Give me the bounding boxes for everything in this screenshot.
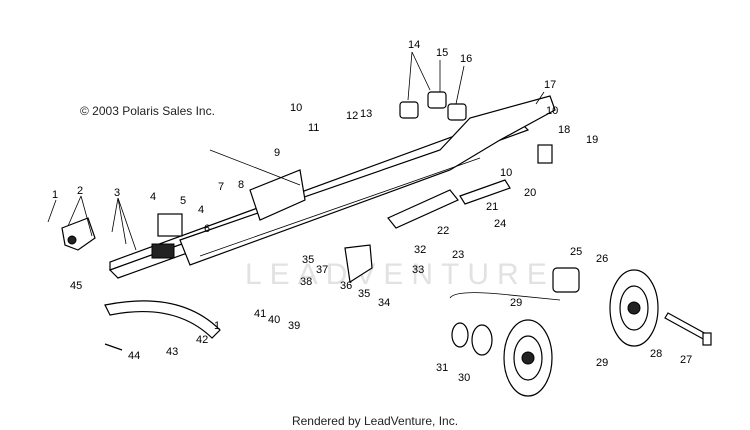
rail-assembly [108,95,556,279]
callout-36: 36 [340,280,352,292]
callout-41: 41 [254,308,266,320]
callout-26: 26 [596,253,608,265]
callout-39: 39 [288,320,300,332]
callout-43: 43 [166,346,178,358]
callout-4a: 4 [150,191,156,203]
callout-42: 42 [196,334,208,346]
bracket [537,144,553,164]
callout-29a: 29 [510,297,522,309]
slide-block [387,189,459,229]
cross-tube [459,179,511,205]
idler-wheel-rear [503,319,553,397]
callout-34: 34 [378,297,390,309]
callout-1: 1 [52,189,58,201]
callout-29b: 29 [596,357,608,369]
callout-13: 13 [360,108,372,120]
callout-44: 44 [128,350,140,362]
callout-22: 22 [437,225,449,237]
leader-lines [47,51,561,301]
callout-35a: 35 [302,254,314,266]
callout-31: 31 [436,362,448,374]
front-bumper [61,217,96,251]
callout-45: 45 [70,280,82,292]
callout-4b: 4 [198,204,204,216]
callout-5: 5 [180,195,186,207]
callout-21: 21 [486,201,498,213]
callout-33: 33 [412,264,424,276]
watermark: LEADVENTURE [245,258,555,291]
copyright-notice: © 2003 Polaris Sales Inc. [80,104,215,118]
callout-28: 28 [650,348,662,360]
spacer [552,267,580,293]
callout-1b: 1 [214,320,220,332]
callout-25: 25 [570,246,582,258]
pulley [344,244,373,284]
callout-10c: 10 [500,167,512,179]
callout-30: 30 [458,372,470,384]
bearing [451,322,493,356]
idler-wheel-front [609,269,659,347]
callout-labels: 1 2 3 4 5 4 6 7 8 9 10 11 12 13 14 15 16… [52,39,692,384]
axle-bolt [664,312,712,346]
callout-14: 14 [408,39,420,51]
callout-24: 24 [494,218,506,230]
lower-wear-strip [104,300,221,339]
callout-19: 19 [586,134,598,146]
callout-8: 8 [238,179,244,191]
callout-12: 12 [346,110,358,122]
callout-38: 38 [300,276,312,288]
callout-20: 20 [524,187,536,199]
callout-6: 6 [204,223,210,235]
bolt-44 [104,343,123,351]
callout-10a: 10 [290,102,302,114]
callout-32: 32 [414,244,426,256]
callout-7: 7 [218,181,224,193]
callout-15: 15 [436,47,448,59]
callout-16: 16 [460,53,472,65]
callout-37: 37 [316,264,328,276]
callout-17: 17 [544,79,556,91]
cushions [399,91,467,121]
callout-2: 2 [77,185,83,197]
callout-10b: 10 [546,105,558,117]
callout-23: 23 [452,249,464,261]
callout-40: 40 [268,314,280,326]
pivot-block [151,213,183,259]
callout-11: 11 [308,122,319,134]
callout-18: 18 [558,124,570,136]
callout-27: 27 [680,354,692,366]
footer-credit: Rendered by LeadVenture, Inc. [291,414,459,428]
callout-9: 9 [274,147,280,159]
callout-3: 3 [114,187,120,199]
callout-35b: 35 [358,288,370,300]
